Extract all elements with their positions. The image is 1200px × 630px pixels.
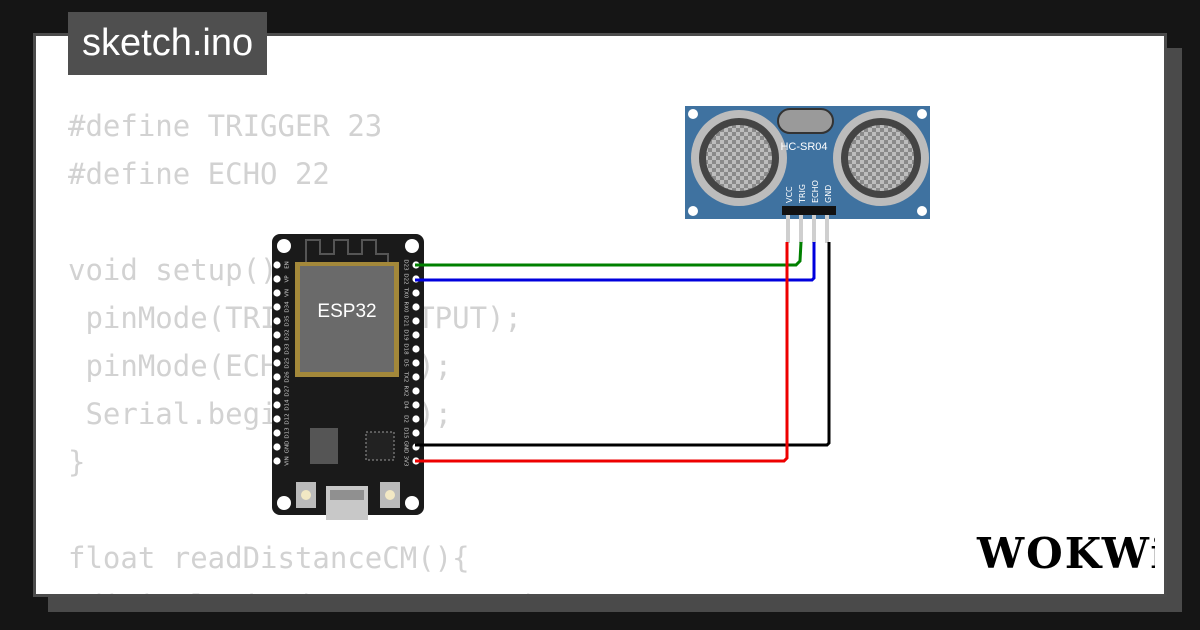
mounting-hole (688, 206, 698, 216)
voltage-regulator (310, 428, 338, 464)
pin-label-right: RX2 (403, 385, 409, 396)
mounting-hole (688, 109, 698, 119)
pin-label-right: D21 (403, 315, 409, 326)
pin-label-right: TX2 (403, 371, 409, 383)
pin-label-echo: ECHO (811, 180, 820, 203)
pin-hole-left[interactable] (273, 373, 281, 381)
pin-label-left: GND (285, 441, 291, 454)
pin-label-left: D27 (285, 385, 291, 397)
hc-sr04-sensor[interactable]: HC-SR04 VCC TRIG ECHO GND (685, 106, 930, 243)
code-line: #define ECHO 22 (68, 157, 330, 191)
pin-label-vcc: VCC (785, 186, 794, 203)
pin-hole-left[interactable] (273, 387, 281, 395)
pin-hole-right[interactable] (412, 331, 420, 339)
pin-label-right: D19 (403, 329, 409, 341)
board-holes (277, 239, 419, 510)
pin-label-right: GND (403, 441, 409, 454)
pin-hole-left[interactable] (273, 275, 281, 283)
pin-label-left: D34 (285, 301, 291, 313)
pin-label-left: D35 (285, 315, 291, 327)
wire-gnd[interactable] (415, 242, 831, 447)
code-line: } (68, 445, 86, 479)
pin-hole-left[interactable] (273, 331, 281, 339)
pin-hole-right[interactable] (412, 387, 420, 395)
pin-hole-left[interactable] (273, 289, 281, 297)
wire-trig[interactable] (415, 241, 803, 267)
pin-hole-left[interactable] (273, 401, 281, 409)
pin-label-right: D2 (403, 415, 409, 423)
pin-hole-right[interactable] (412, 401, 420, 409)
pin-hole-right[interactable] (412, 345, 420, 353)
en-button-cap (301, 490, 311, 500)
crystal-oscillator (777, 108, 834, 134)
wokwi-logo: WOKWi (976, 529, 1155, 578)
pin-hole-left[interactable] (273, 317, 281, 325)
pin-hole-left[interactable] (273, 443, 281, 451)
pin-label-trig: TRIG (798, 184, 807, 204)
pin-label-left: VN (285, 289, 291, 297)
pin-label-right: TX0 (403, 287, 409, 299)
pin-label-right: D5 (403, 359, 409, 367)
pin-label-left: D26 (285, 371, 291, 383)
pin-hole-left[interactable] (273, 359, 281, 367)
pin-label-left: D12 (285, 413, 291, 424)
pin-label-left: VP (285, 275, 291, 283)
sensor-pin-labels: VCC TRIG ECHO GND (785, 180, 833, 204)
file-tab-title: sketch.ino (82, 22, 254, 64)
sensor-pins (786, 215, 829, 243)
pin-label-right: D22 (403, 273, 409, 284)
transducer-right (833, 110, 929, 206)
pin-hole-left[interactable] (273, 429, 281, 437)
pin-hole-right[interactable] (412, 373, 420, 381)
wire-echo[interactable] (415, 242, 816, 282)
usb-port (330, 490, 364, 500)
wire-vcc[interactable] (415, 242, 789, 463)
pin-hole-right[interactable] (412, 289, 420, 297)
pin-hole-left[interactable] (273, 345, 281, 353)
pin-hole-right[interactable] (412, 415, 420, 423)
pin-label-left: EN (285, 261, 291, 269)
pin-hole-left[interactable] (273, 457, 281, 465)
esp32-devkit[interactable]: ESP32 ENVPVND34D35D32D33D25D26D27D14D12D… (272, 234, 424, 520)
pin-header (782, 206, 836, 215)
code-line: #define TRIGGER 23 (68, 109, 383, 143)
pin-label-right: D4 (403, 401, 409, 409)
pin-label-right: 3V3 (403, 456, 409, 467)
code-line: void setup(){ (68, 253, 295, 287)
pin-label-right: D23 (403, 259, 409, 271)
pin-label-left: D33 (285, 343, 291, 355)
code-line: digitalWrite(TRIGGER, LOW); (68, 582, 556, 594)
pin-label-left: D13 (285, 427, 291, 439)
esp32-chip (300, 266, 394, 372)
pin-label-left: D25 (285, 357, 291, 369)
pin-label-right: RX0 (403, 301, 409, 313)
mounting-hole (917, 109, 927, 119)
boot-button-cap (385, 490, 395, 500)
pin-label-gnd: GND (824, 185, 833, 203)
chip-label: ESP32 (317, 301, 376, 322)
pin-hole-right[interactable] (412, 303, 420, 311)
usb-chip (365, 431, 395, 461)
logo-text: WOKWi (976, 529, 1155, 578)
pin-label-left: VIN (285, 456, 291, 466)
pin-hole-left[interactable] (273, 303, 281, 311)
pin-hole-left[interactable] (273, 261, 281, 269)
pin-hole-right[interactable] (412, 317, 420, 325)
wires (415, 241, 831, 463)
transducer-left (691, 110, 787, 206)
code-line: float readDistanceCM(){ (68, 541, 470, 575)
mounting-hole (917, 206, 927, 216)
antenna-trace (305, 239, 389, 262)
pin-hole-right[interactable] (412, 359, 420, 367)
sensor-label: HC-SR04 (780, 141, 827, 153)
pin-label-left: D32 (285, 329, 291, 340)
pin-label-right: D15 (403, 427, 409, 439)
file-tab[interactable]: sketch.ino (68, 12, 268, 75)
pin-hole-right[interactable] (412, 429, 420, 437)
pin-label-right: D18 (403, 343, 409, 355)
pin-label-left: D14 (285, 399, 291, 411)
pin-hole-left[interactable] (273, 415, 281, 423)
